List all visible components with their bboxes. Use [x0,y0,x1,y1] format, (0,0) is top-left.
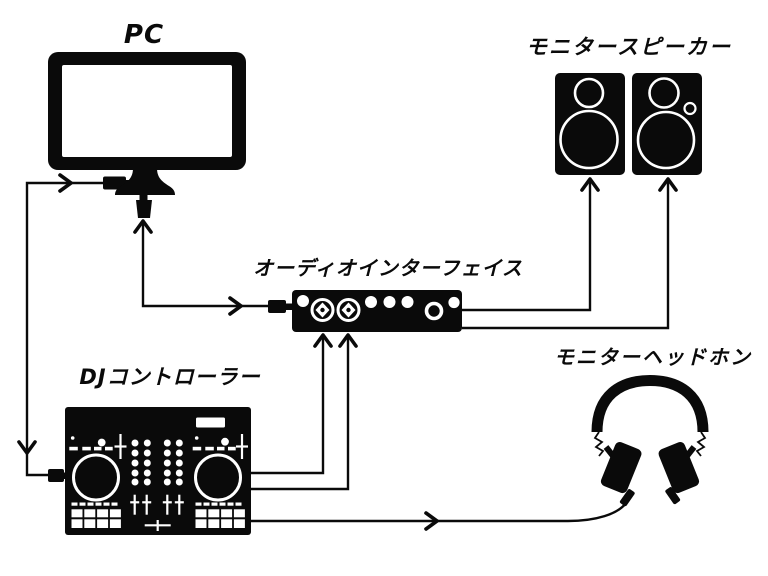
label-pc: PC [123,20,165,50]
adjuster-left [593,431,605,457]
interface-volume-knob [424,301,444,321]
cable-controller-to-headphones [251,502,627,531]
jog-wheel-right [194,453,242,502]
cable-stub-right [665,487,681,505]
tweeter [648,77,680,109]
label-audio-interface: オーディオインターフェイス [253,256,523,280]
cables-interface-to-speakers [462,177,678,330]
jog-wheel-left [72,453,120,502]
monitor-speakers-icon [555,73,702,175]
cables-controller-to-interface [251,333,358,491]
label-monitor-headphones: モニターヘッドホン [554,345,752,369]
mixer-buttons [131,439,183,486]
interface-body [292,290,462,332]
label-monitor-speakers: モニタースピーカー [526,35,732,59]
performance-pads-right [195,502,245,528]
interface-button-dot [383,296,396,308]
headphones-icon [591,374,709,507]
adjuster-right [695,431,707,457]
usb-plug-under-stand [136,195,152,218]
cable-stub-left [619,489,635,507]
interface-button-dot [448,296,460,309]
woofer [636,110,696,170]
interface-port-dot [297,295,309,307]
dj-controller-icon [65,407,251,535]
usb-cable-pc-to-interface [133,219,293,316]
label-dj-controller: DJコントローラー [79,365,261,389]
monitor-stand [115,168,175,195]
crossfader [144,520,171,531]
speaker-right [632,73,702,175]
interface-button-dot [365,296,377,308]
interface-button-dot [401,296,414,308]
headband [591,374,709,433]
earcup-left [600,442,642,494]
deck-left-controls [69,434,127,459]
performance-pads-left [71,502,121,528]
monitor-screen [62,65,232,157]
earcup-right [658,442,700,494]
tweeter [573,77,605,109]
channel-faders [130,494,184,515]
usb-cable-controller-to-pc [17,173,133,482]
pc-icon [48,52,246,218]
woofer [559,109,619,170]
usb-plug-at-interface [268,300,293,313]
speaker-left [555,73,625,175]
combo-jack-left [310,298,335,322]
combo-jack-right [336,298,361,322]
controller-display [196,417,225,428]
bass-port [683,101,697,116]
audio-interface-icon [292,290,462,332]
deck-right-controls [192,434,248,459]
